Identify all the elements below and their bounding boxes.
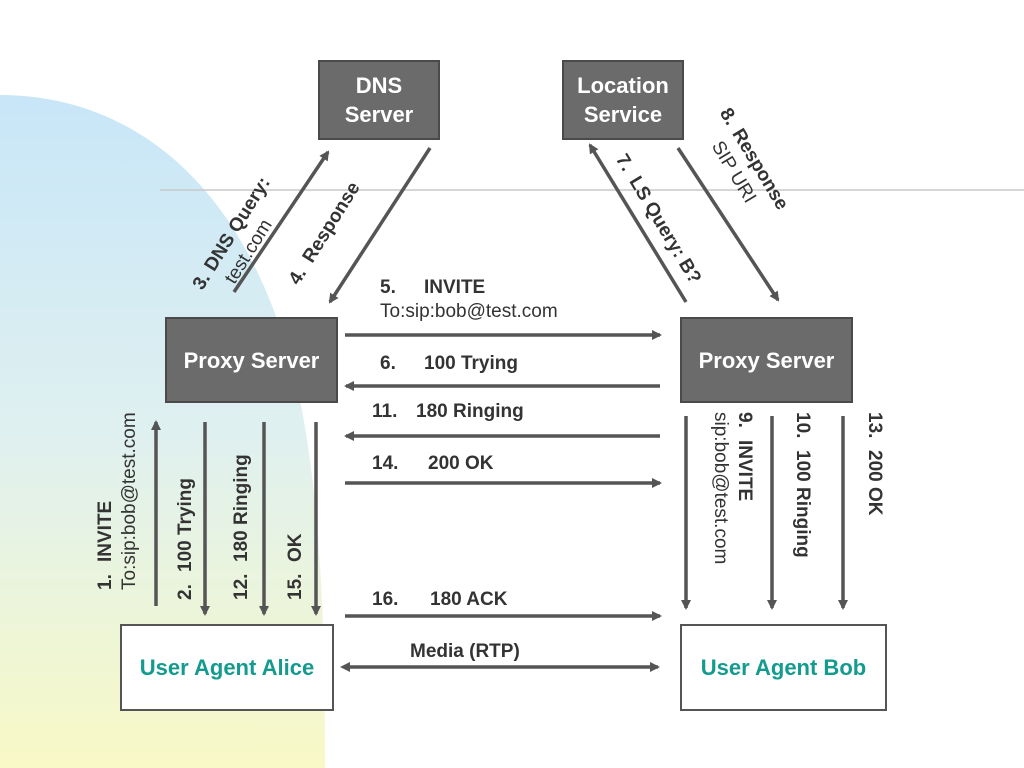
user-agent-bob-box: User Agent Bob [680, 624, 887, 711]
label-11-title: 180 Ringing [416, 401, 524, 422]
label-16: 16. 180 ACK [372, 588, 507, 612]
label-12-title: 180 Ringing [231, 454, 252, 562]
label-media-rtp: Media (RTP) [410, 641, 520, 662]
label-1-num: 1. [95, 574, 116, 590]
label-11: 11. 180 Ringing [372, 400, 524, 424]
label-2: 2. 100 Trying [174, 478, 198, 600]
label-10-num: 10. [792, 412, 813, 439]
label-2-title: 100 Trying [175, 478, 196, 572]
label-6-title: 100 Trying [424, 353, 518, 374]
background-shape [0, 95, 325, 768]
label-9: 9. INVITE sip:bob@test.com [708, 412, 756, 564]
label-11-num: 11. [372, 401, 398, 422]
label-16-title: 180 ACK [430, 589, 508, 610]
label-10: 10. 100 Ringing [790, 412, 814, 558]
label-15-num: 15. [285, 573, 306, 600]
proxy-server-right-box: Proxy Server [680, 317, 853, 403]
label-15: 15. OK [284, 534, 308, 601]
arrow-4-response [328, 147, 432, 304]
arrow-3-dns-query [232, 150, 330, 293]
proxy-server-left-box: Proxy Server [165, 317, 338, 403]
label-9-num: 9. [734, 412, 755, 428]
label-9-detail: sip:bob@test.com [710, 412, 731, 565]
label-1-detail: To:sip:bob@test.com [119, 412, 140, 590]
label-1-title: INVITE [95, 500, 116, 562]
arrow-8-response [676, 147, 780, 302]
arrow-7-ls-query [588, 143, 688, 303]
label-14-title: 200 OK [428, 453, 494, 474]
label-12-num: 12. [231, 573, 252, 600]
location-service-box: Location Service [562, 60, 684, 140]
label-14: 14. 200 OK [372, 452, 493, 476]
dns-server-box: DNS Server [318, 60, 440, 140]
label-13-title: 200 OK [864, 450, 885, 516]
label-2-num: 2. [175, 584, 196, 600]
label-16-num: 16. [372, 589, 399, 610]
label-9-title: INVITE [734, 440, 755, 502]
label-1: 1. INVITE To:sip:bob@test.com [94, 412, 142, 590]
label-13-num: 13. [864, 412, 885, 439]
label-14-num: 14. [372, 453, 399, 474]
label-12: 12. 180 Ringing [230, 454, 254, 600]
label-15-title: OK [285, 533, 306, 563]
label-5-num: 5. [380, 277, 396, 298]
label-13: 13. 200 OK [862, 412, 886, 515]
label-10-title: 100 Ringing [792, 450, 813, 558]
label-5-detail: To:sip:bob@test.com [380, 301, 558, 322]
user-agent-alice-box: User Agent Alice [120, 624, 334, 711]
label-6: 6. 100 Trying [380, 352, 518, 376]
label-5: 5. INVITE To:sip:bob@test.com [380, 276, 558, 324]
label-5-title: INVITE [424, 277, 486, 298]
label-6-num: 6. [380, 353, 396, 374]
